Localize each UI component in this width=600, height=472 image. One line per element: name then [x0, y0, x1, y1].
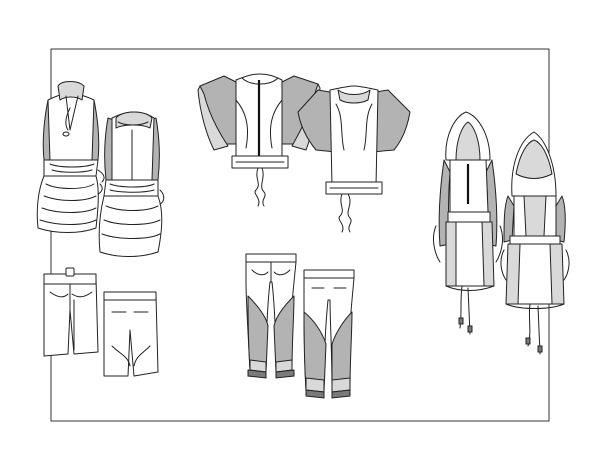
jacket-back-icon [297, 85, 411, 233]
dress-front-icon [36, 81, 105, 233]
pants-back-icon [303, 269, 355, 399]
hooded-dress-front-icon [433, 111, 503, 335]
shorts-front-icon [43, 267, 99, 357]
pants-front-icon [245, 253, 297, 379]
shorts-back-icon [103, 291, 159, 377]
hooded-dress-back-icon [500, 131, 570, 355]
dress-back-icon [98, 111, 165, 257]
jacket-front-icon [197, 73, 321, 207]
